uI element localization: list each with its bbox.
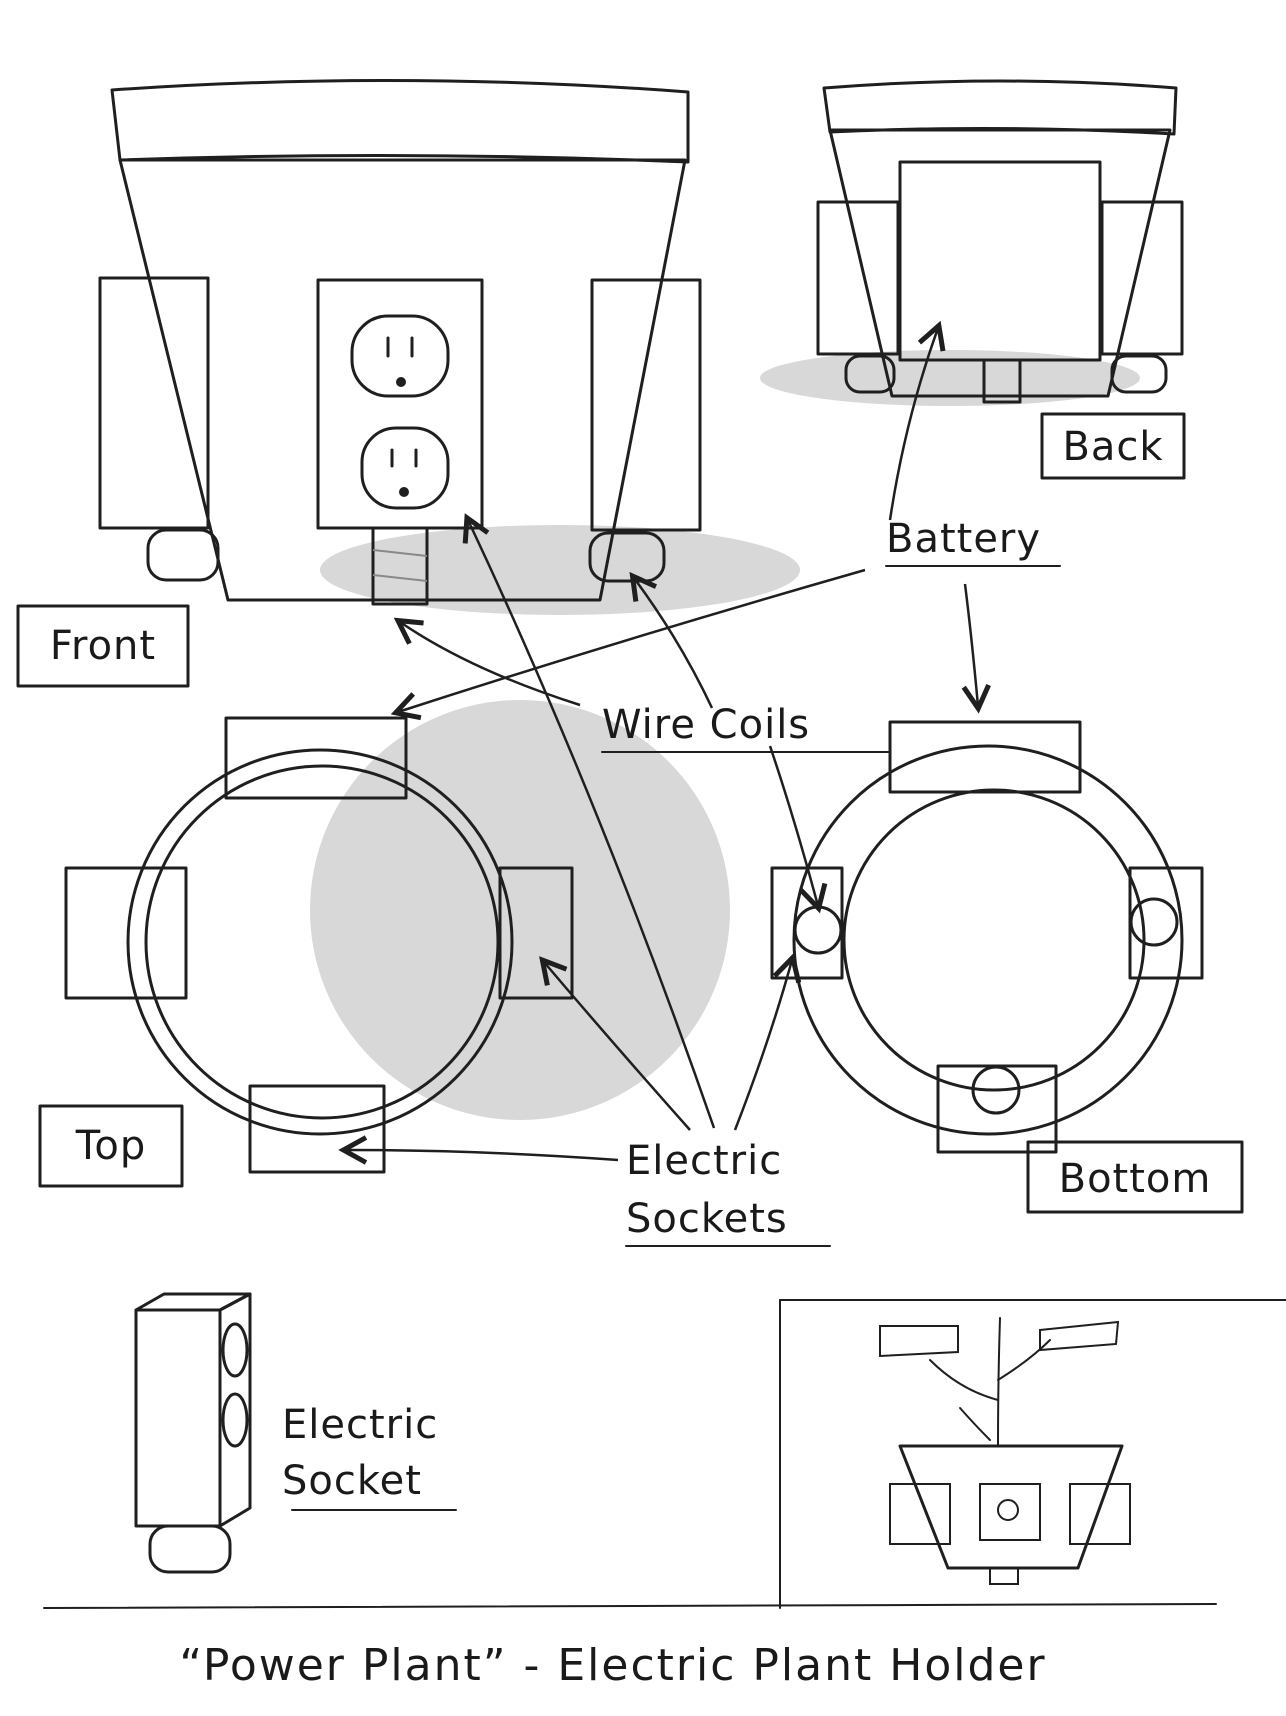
- back-view: [760, 79, 1184, 406]
- back-left-battery: [816, 200, 900, 356]
- back-battery-panel: [898, 160, 1102, 362]
- front-pot-body: [118, 158, 687, 602]
- wire-coils-arrow-front-right: [634, 578, 714, 709]
- leader-arrows: [346, 328, 978, 1160]
- front-left-wire-coil: [146, 528, 220, 582]
- battery-arrow-bottom: [965, 583, 978, 706]
- hanging-view-sketch: [779, 1299, 1286, 1609]
- back-plug-coil: [982, 358, 1022, 404]
- wire-coils-arrow-front-plug: [400, 622, 581, 707]
- front-shadow: [320, 525, 800, 615]
- top-pot-rim: [126, 748, 514, 1136]
- bottom-socket-west: [770, 866, 844, 980]
- back-shadow: [760, 350, 1140, 406]
- bottom-socket-south: [936, 1064, 1058, 1154]
- front-left-battery: [98, 276, 210, 530]
- bottom-label-text: Bottom: [1059, 1156, 1212, 1202]
- sockets-arrow-front-outlet: [468, 520, 716, 1129]
- front-right-battery: [590, 278, 702, 532]
- back-label: Back: [1040, 412, 1186, 480]
- front-right-wire-coil: [588, 531, 666, 583]
- front-outlet-lower: [360, 426, 450, 510]
- bottom-view: [770, 720, 1204, 1154]
- electric-sockets-callout-line2: Sockets: [626, 1196, 788, 1242]
- electric-socket-callout-line1: Electric: [282, 1402, 438, 1448]
- battery-arrow-top: [398, 568, 866, 712]
- battery-callout: Battery: [886, 516, 1041, 562]
- front-plug-coil: [371, 526, 429, 606]
- back-label-text: Back: [1062, 424, 1163, 470]
- bottom-coil-west: [793, 905, 843, 955]
- sockets-arrow-bottom-west: [733, 960, 792, 1131]
- bottom-pot-base: [792, 744, 1184, 1136]
- electric-socket-callout-line2: Socket: [282, 1458, 422, 1504]
- bottom-coil-south: [971, 1065, 1021, 1115]
- electric-socket-detail: [134, 1292, 252, 1574]
- caption-rule: [43, 1603, 1217, 1609]
- front-label-text: Front: [50, 623, 156, 669]
- bottom-pot-ball: [842, 788, 1146, 1092]
- top-battery-west: [64, 866, 188, 1000]
- page-caption: “Power Plant” - Electric Plant Holder: [179, 1640, 1046, 1691]
- top-battery-north: [224, 716, 408, 800]
- top-label-text: Top: [75, 1123, 147, 1169]
- front-view: [98, 78, 800, 615]
- wire-coils-callout: Wire Coils: [602, 702, 810, 748]
- bottom-socket-east: [1128, 866, 1204, 980]
- front-outlet-upper: [350, 314, 450, 398]
- top-socket-south: [248, 1084, 386, 1174]
- wire-coils-arrow-bottom: [768, 745, 818, 906]
- back-pot-rim: [822, 79, 1178, 136]
- bottom-coil-east: [1129, 897, 1179, 947]
- top-label: Top: [38, 1104, 184, 1188]
- front-label: Front: [16, 604, 190, 688]
- sockets-arrow-top-south: [346, 1150, 619, 1160]
- back-left-wire-coil: [844, 354, 896, 394]
- top-shadow: [310, 700, 730, 1120]
- electric-sockets-callout-line1: Electric: [626, 1138, 782, 1184]
- top-pot-opening: [144, 764, 500, 1120]
- front-pot-rim: [110, 78, 690, 164]
- bottom-battery-north: [888, 720, 1082, 794]
- bottom-label: Bottom: [1026, 1140, 1244, 1214]
- top-view: [64, 700, 730, 1174]
- battery-arrow-back: [888, 328, 938, 521]
- back-right-battery: [1100, 200, 1184, 356]
- top-battery-east: [498, 866, 574, 1000]
- sockets-arrow-top-east: [544, 962, 691, 1131]
